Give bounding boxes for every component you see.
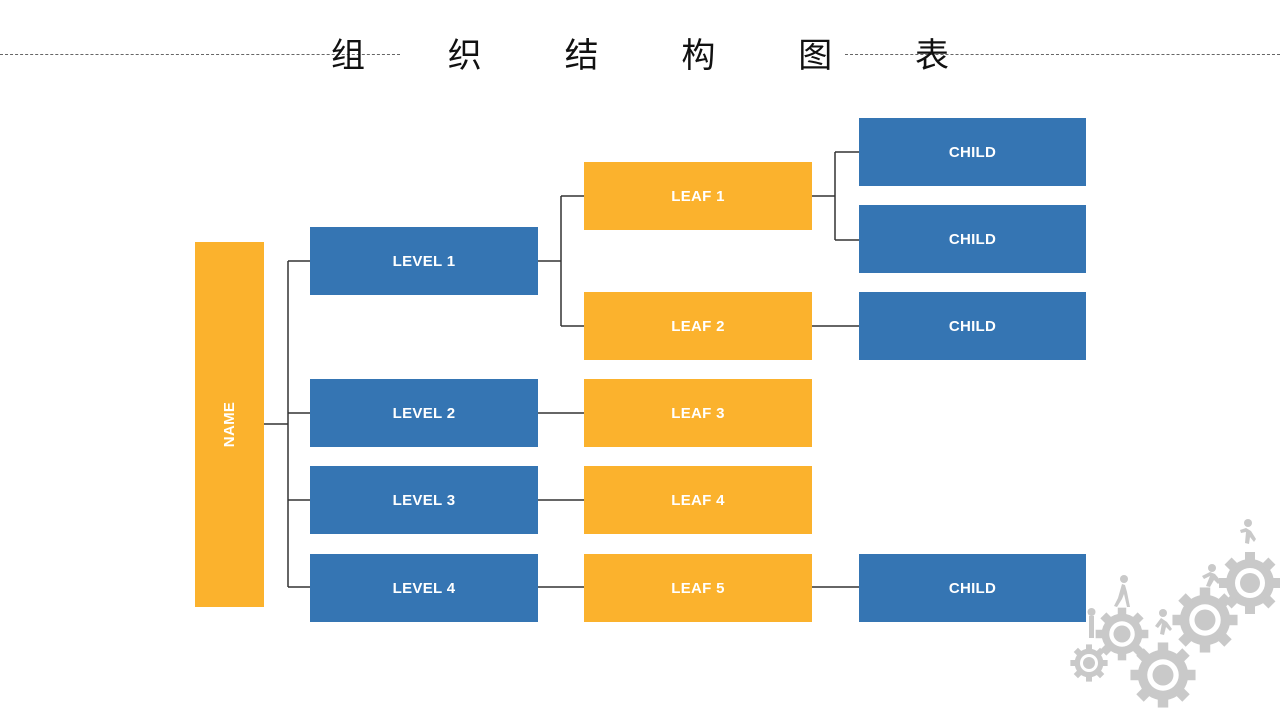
child-node-4: CHILD bbox=[859, 554, 1086, 622]
leaf-node-5: LEAF 5 bbox=[584, 554, 812, 622]
page-title: 组 织 结 构 图 表 bbox=[330, 36, 986, 76]
title-divider-left bbox=[0, 54, 400, 55]
level-node-2: LEVEL 2 bbox=[310, 379, 538, 447]
leaf-node-3: LEAF 3 bbox=[584, 379, 812, 447]
leaf-node-4: LEAF 4 bbox=[584, 466, 812, 534]
child-node-1: CHILD bbox=[859, 118, 1086, 186]
child-node-2: CHILD bbox=[859, 205, 1086, 273]
leaf-node-2: LEAF 2 bbox=[584, 292, 812, 360]
gears-with-runners-icon bbox=[1070, 519, 1280, 708]
title-divider-right bbox=[845, 54, 1280, 55]
level-node-4: LEVEL 4 bbox=[310, 554, 538, 622]
root-node-label: NAME bbox=[221, 401, 238, 448]
leaf-node-1: LEAF 1 bbox=[584, 162, 812, 230]
root-node: NAME bbox=[195, 242, 264, 607]
level-node-3: LEVEL 3 bbox=[310, 466, 538, 534]
level-node-1: LEVEL 1 bbox=[310, 227, 538, 295]
child-node-3: CHILD bbox=[859, 292, 1086, 360]
